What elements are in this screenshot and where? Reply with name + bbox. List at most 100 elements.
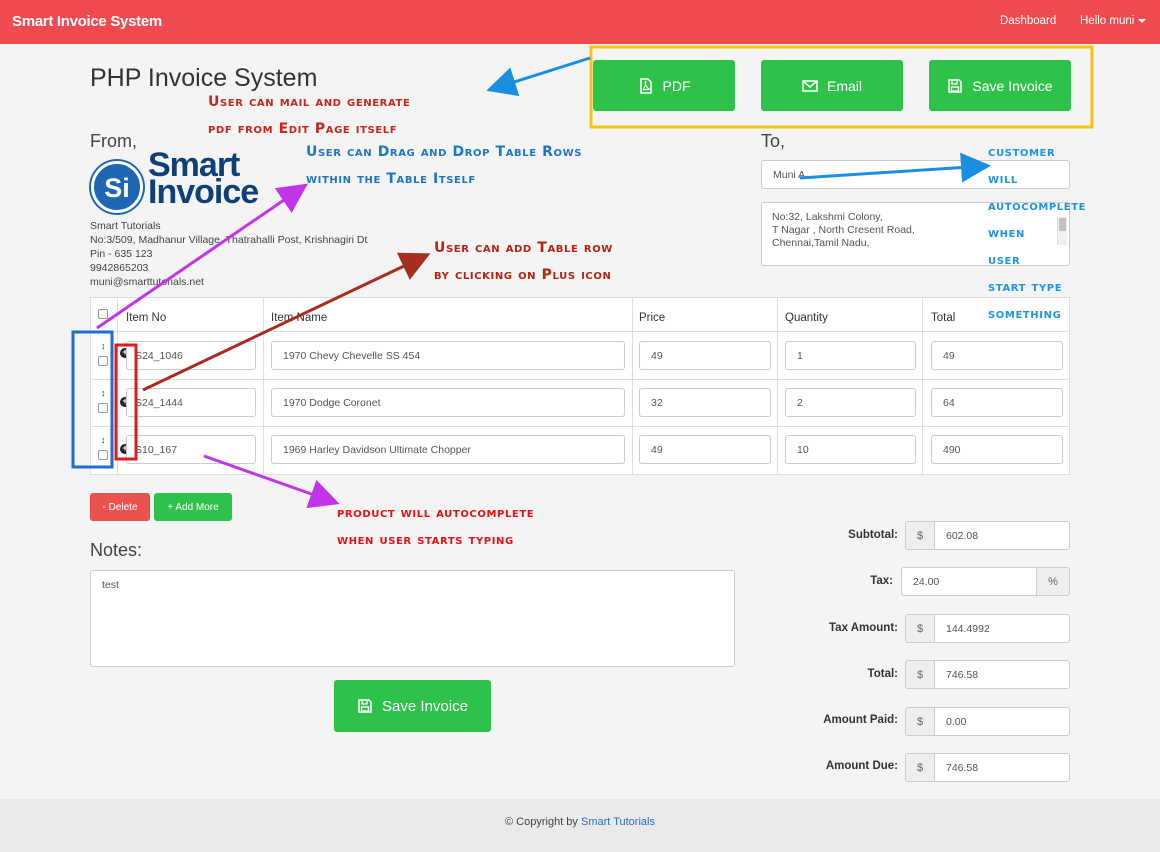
- email-button[interactable]: Email: [761, 60, 903, 111]
- to-label: To,: [761, 131, 786, 151]
- tax-rate-input[interactable]: 24.00: [901, 567, 1037, 596]
- annotation-line: start type: [988, 279, 1063, 295]
- row-checkbox[interactable]: [98, 356, 108, 366]
- annotation-line: User can mail and generate: [208, 94, 411, 110]
- quantity-input[interactable]: 10: [785, 435, 916, 464]
- brand-title[interactable]: Smart Invoice System: [12, 13, 162, 30]
- pdf-button-label: PDF: [662, 77, 691, 94]
- from-pin: Pin - 635 123: [90, 248, 153, 260]
- annotation-line: something: [988, 306, 1062, 322]
- drag-handle-icon[interactable]: ↕: [101, 435, 106, 445]
- notes-textarea[interactable]: test: [90, 570, 735, 667]
- price-input[interactable]: 32: [639, 388, 771, 417]
- table-top-border: [90, 297, 1070, 298]
- nav-dashboard-link[interactable]: Dashboard: [1000, 15, 1057, 27]
- annotation-line: within the Table Itself: [306, 171, 476, 187]
- drag-handle-icon[interactable]: ↕: [101, 341, 106, 351]
- annotation-drag-drop: User can Drag and Drop Table Rows within…: [306, 139, 582, 193]
- save-invoice-top-label: Save Invoice: [972, 77, 1053, 94]
- subtotal-label: Subtotal:: [848, 529, 898, 541]
- amount-paid-currency-addon: $: [905, 707, 935, 736]
- pdf-button[interactable]: PDF: [593, 60, 735, 111]
- item-no-input[interactable]: S10_167: [126, 435, 256, 464]
- quantity-input[interactable]: 1: [785, 341, 916, 370]
- annotation-add-row: User can add Table row by clicking on Pl…: [434, 235, 613, 289]
- top-navbar: Smart Invoice System Dashboard Hello mun…: [0, 0, 1160, 44]
- amount-due-input[interactable]: 746.58: [934, 753, 1070, 782]
- annotation-line: when user starts typing: [337, 532, 514, 548]
- annotation-line: User can Drag and Drop Table Rows: [306, 144, 583, 160]
- col-divider: [117, 297, 118, 475]
- annotation-line: product will autocomplete: [337, 505, 535, 521]
- col-divider: [632, 297, 633, 475]
- col-divider: [263, 297, 264, 475]
- user-menu-dropdown[interactable]: Hello muni: [1080, 15, 1147, 27]
- total-input-summary[interactable]: 746.58: [934, 660, 1070, 689]
- drag-handle-icon[interactable]: ↕: [101, 388, 106, 398]
- annotation-line: pdf from Edit Page itself: [208, 121, 398, 137]
- annotation-line: User can add Table row: [434, 240, 613, 256]
- tax-amount-label: Tax Amount:: [829, 622, 898, 634]
- amount-paid-label: Amount Paid:: [823, 714, 898, 726]
- header-item-name: Item Name: [271, 312, 328, 324]
- tax-amount-currency-addon: $: [905, 614, 935, 643]
- to-address-line-1: No:32, Lakshmi Colony,: [772, 211, 883, 223]
- email-button-label: Email: [826, 77, 862, 94]
- save-invoice-top-button[interactable]: Save Invoice: [929, 60, 1071, 111]
- total-input[interactable]: 64: [931, 388, 1063, 417]
- customer-address-textarea[interactable]: No:32, Lakshmi Colony, T Nagar , North C…: [761, 202, 1070, 266]
- from-address: No:3/509, Madhanur Village, Thatrahalli …: [90, 234, 368, 246]
- row-divider: [90, 426, 1070, 427]
- tax-label: Tax:: [870, 575, 893, 587]
- tax-amount-input[interactable]: 144.4992: [934, 614, 1070, 643]
- table-bottom-border: [90, 474, 1070, 475]
- total-currency-addon: $: [905, 660, 935, 689]
- subtotal-input[interactable]: 602.08: [934, 521, 1070, 550]
- delete-rows-button[interactable]: - Delete: [90, 493, 150, 521]
- company-logo-mark: Si: [91, 161, 143, 213]
- annotation-line: when: [988, 225, 1025, 241]
- item-no-input[interactable]: S24_1444: [126, 388, 256, 417]
- floppy-disk-icon: [358, 699, 372, 713]
- price-input[interactable]: 49: [639, 341, 771, 370]
- amount-due-label: Amount Due:: [825, 760, 898, 772]
- footer-link[interactable]: Smart Tutorials: [581, 816, 655, 828]
- user-menu-label: Hello muni: [1080, 15, 1135, 27]
- col-divider: [777, 297, 778, 475]
- row-checkbox[interactable]: [98, 450, 108, 460]
- total-input[interactable]: 490: [931, 435, 1063, 464]
- amount-paid-input[interactable]: 0.00: [934, 707, 1070, 736]
- item-name-input[interactable]: 1969 Harley Davidson Ultimate Chopper: [271, 435, 625, 464]
- select-all-checkbox[interactable]: [98, 309, 108, 319]
- price-input[interactable]: 49: [639, 435, 771, 464]
- quantity-input[interactable]: 2: [785, 388, 916, 417]
- header-quantity: Quantity: [785, 312, 828, 324]
- from-company: Smart Tutorials: [90, 220, 161, 232]
- header-item-no: Item No: [126, 312, 167, 324]
- item-name-input[interactable]: 1970 Dodge Coronet: [271, 388, 625, 417]
- header-price: Price: [639, 312, 666, 324]
- logo-line-1: Smart: [148, 146, 240, 184]
- item-name-input[interactable]: 1970 Chevy Chevelle SS 454: [271, 341, 625, 370]
- table-header-border: [90, 331, 1070, 332]
- add-more-button[interactable]: + Add More: [154, 493, 232, 521]
- col-divider: [90, 297, 91, 475]
- total-input[interactable]: 49: [931, 341, 1063, 370]
- footer-copyright-text: © Copyright by: [505, 816, 578, 828]
- save-invoice-bottom-button[interactable]: Save Invoice: [334, 680, 491, 732]
- page-footer: © Copyright by Smart Tutorials: [0, 799, 1160, 852]
- to-address-line-2: T Nagar , North Cresent Road,: [772, 224, 915, 236]
- textarea-scrollbar[interactable]: [1057, 217, 1067, 245]
- annotation-line: user: [988, 252, 1021, 268]
- scrollbar-thumb[interactable]: [1059, 218, 1066, 231]
- header-total: Total: [931, 312, 956, 324]
- annotation-customer-autocomplete: customer will autocomplete when user sta…: [988, 139, 1086, 328]
- notes-label: Notes:: [90, 540, 143, 560]
- total-label: Total:: [867, 668, 898, 680]
- item-no-input[interactable]: S24_1046: [126, 341, 256, 370]
- row-checkbox[interactable]: [98, 403, 108, 413]
- from-email: muni@smarttutorials.net: [90, 276, 204, 288]
- from-address-block: Smart Tutorials No:3/509, Madhanur Villa…: [90, 219, 367, 289]
- file-pdf-icon: [639, 77, 652, 94]
- envelope-icon: [802, 79, 818, 92]
